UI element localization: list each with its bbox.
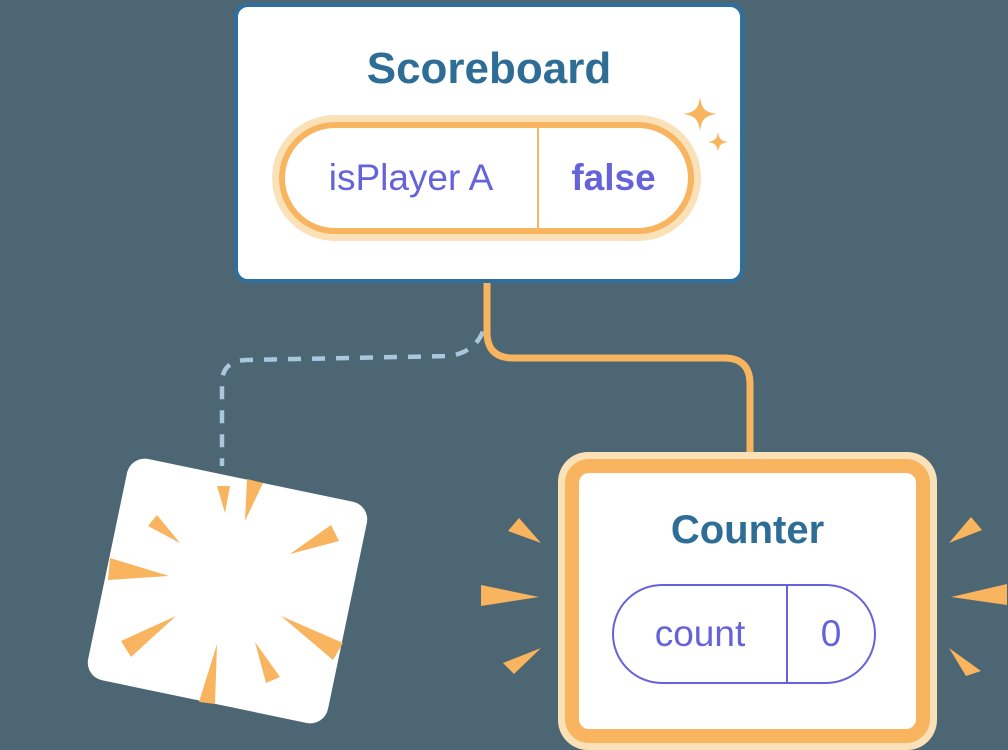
dashed-connector-line (219, 307, 490, 466)
scoreboard-title: Scoreboard (366, 44, 612, 93)
counter-state-name: count (654, 613, 746, 654)
pill-divider (786, 586, 788, 682)
counter-card: Counter count 0 (558, 452, 937, 750)
solid-connector-line (483, 283, 754, 459)
counter-state-value: 0 (820, 613, 842, 654)
scoreboard-state-pill: isPlayer A false (279, 122, 694, 234)
pill-divider (537, 128, 539, 228)
counter-card-body: Counter count 0 (565, 459, 930, 743)
counter-title: Counter (670, 508, 825, 552)
destroyed-component-card (84, 455, 371, 727)
counter-state-pill: count 0 (612, 584, 876, 684)
scoreboard-card: Scoreboard isPlayer A false (234, 3, 744, 283)
scoreboard-state-value: false (571, 157, 656, 198)
scoreboard-state-name: isPlayer A (328, 157, 494, 198)
emphasis-burst-right-icon (949, 517, 1007, 676)
emphasis-burst-left-icon (481, 518, 541, 674)
